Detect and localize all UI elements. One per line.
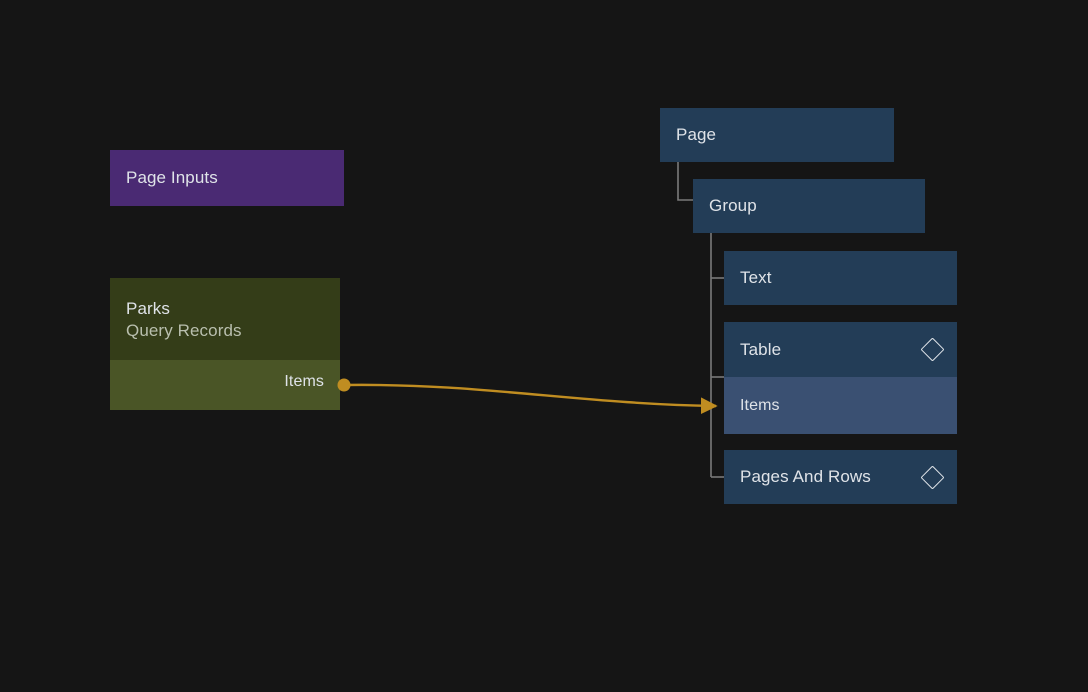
diamond-icon[interactable] xyxy=(920,337,945,362)
node-text-header: Text xyxy=(724,251,957,305)
edge-parks-items-to-table-items xyxy=(343,383,718,415)
node-text-title: Text xyxy=(740,268,772,288)
node-page-inputs[interactable]: Page Inputs xyxy=(110,150,344,206)
node-parks-title: Parks xyxy=(126,299,170,318)
node-table-body: Items xyxy=(724,377,957,434)
node-table-title: Table xyxy=(740,339,782,359)
node-page-title: Page xyxy=(676,125,717,145)
node-parks[interactable]: Parks Query Records Items xyxy=(110,278,340,410)
node-page-header: Page xyxy=(660,108,894,162)
diamond-icon[interactable] xyxy=(920,464,945,490)
node-group[interactable]: Group xyxy=(693,179,925,233)
node-table-header: Table xyxy=(724,322,957,377)
node-parks-body: Items xyxy=(110,360,340,410)
port-parks-items-label: Items xyxy=(284,373,324,390)
port-table-items-input[interactable]: Items xyxy=(724,377,957,434)
node-group-title: Group xyxy=(709,196,757,216)
node-table[interactable]: Table Items xyxy=(724,322,957,434)
node-parks-header: Parks Query Records xyxy=(110,278,340,360)
port-table-items-label: Items xyxy=(740,396,780,414)
node-text[interactable]: Text xyxy=(724,251,957,305)
node-pages-and-rows[interactable]: Pages And Rows xyxy=(724,450,957,504)
node-parks-subtitle: Query Records xyxy=(126,321,242,341)
node-page-inputs-title: Page Inputs xyxy=(126,168,218,188)
node-page-inputs-header: Page Inputs xyxy=(110,150,344,206)
node-pages-and-rows-title: Pages And Rows xyxy=(740,467,871,487)
node-pages-and-rows-header: Pages And Rows xyxy=(724,450,957,504)
node-page[interactable]: Page xyxy=(660,108,894,162)
node-group-header: Group xyxy=(693,179,925,233)
port-parks-items-output[interactable]: Items xyxy=(110,367,340,397)
